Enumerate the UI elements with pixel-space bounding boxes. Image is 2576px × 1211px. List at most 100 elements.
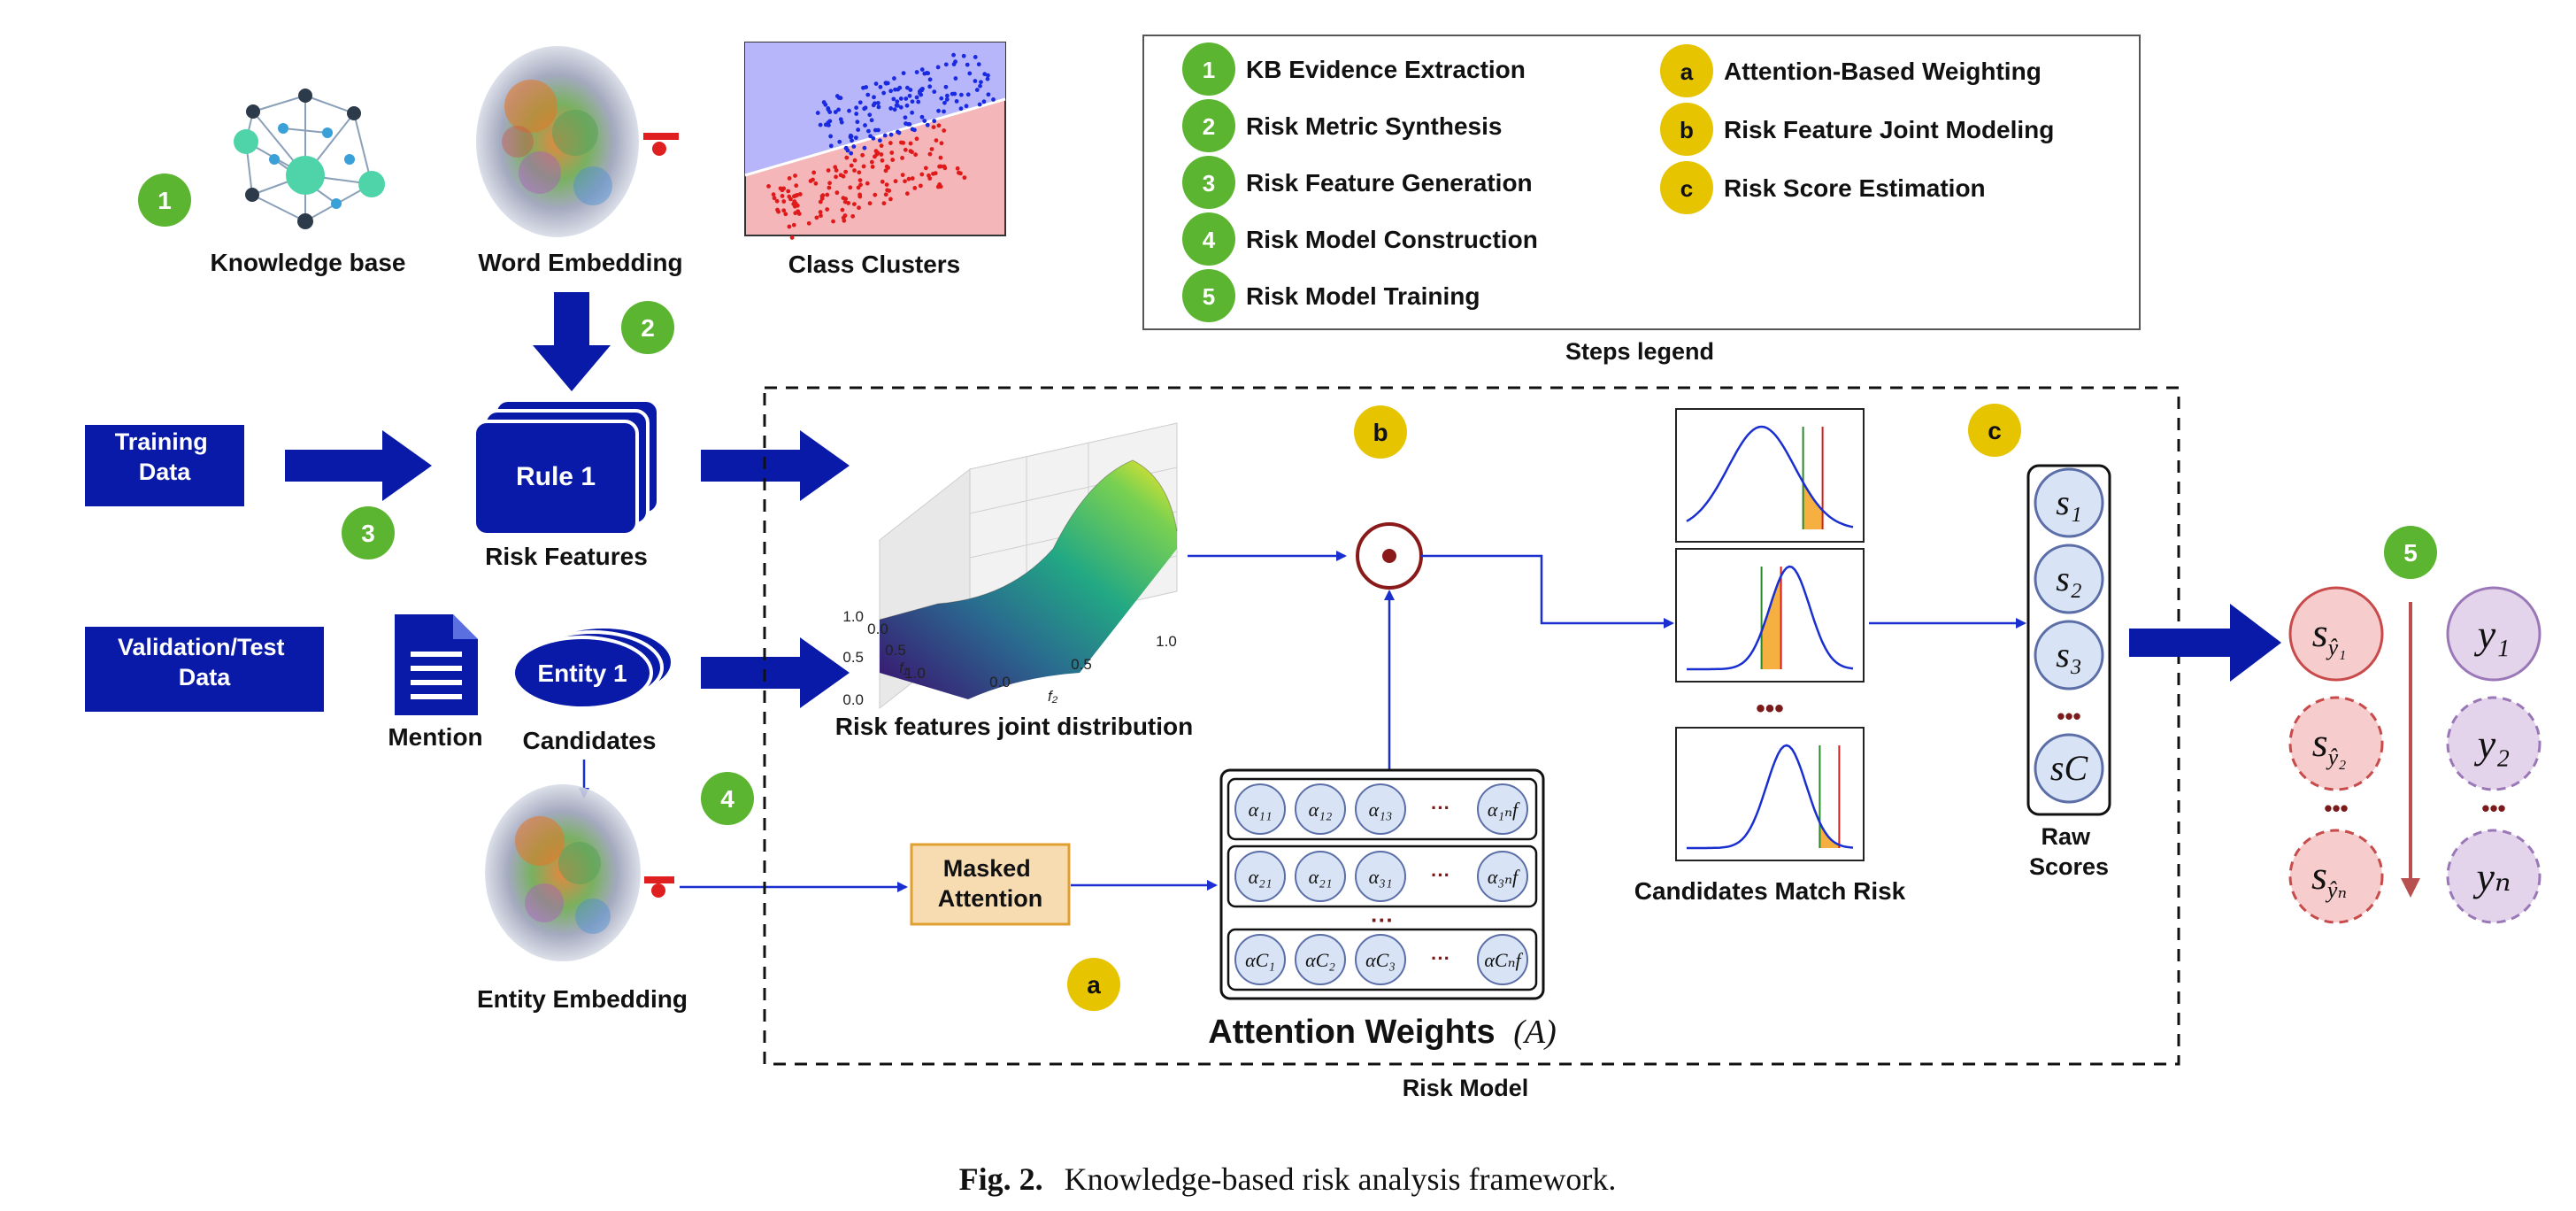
cluster-point-blue (833, 110, 838, 114)
cluster-point-red (908, 141, 913, 146)
cluster-point-red (884, 182, 889, 188)
cluster-point-red (852, 168, 857, 173)
validation-data-box: Validation/Test Data (85, 627, 324, 712)
svg-text:4: 4 (720, 785, 734, 813)
alpha-label: α₁ₙf (1488, 798, 1520, 821)
cluster-point-blue (878, 84, 883, 89)
cluster-point-blue (891, 96, 896, 102)
cluster-point-blue (939, 96, 944, 101)
cluster-point-red (942, 166, 948, 171)
legend-badge-letter: a (1680, 58, 1694, 85)
legend-badge (1182, 99, 1235, 152)
entity-card-label: Entity 1 (537, 659, 627, 687)
legend-item-label: Risk Score Estimation (1724, 174, 1986, 202)
cluster-point-red (913, 152, 919, 158)
cluster-point-red (886, 166, 891, 170)
cluster-point-blue (827, 110, 833, 115)
alpha-ellipsis: ··· (1431, 864, 1450, 886)
cluster-point-red (775, 207, 780, 212)
cluster-point-blue (910, 110, 915, 115)
legend-badge-number: 4 (1203, 227, 1216, 253)
legend-title: Steps legend (1565, 338, 1714, 365)
cluster-point-blue (977, 102, 982, 107)
cluster-point-red (903, 147, 908, 152)
cluster-point-blue (865, 92, 871, 97)
rule-card-label: Rule 1 (516, 462, 596, 491)
cluster-point-red (819, 194, 825, 199)
cluster-point-red (840, 207, 845, 212)
cluster-point-blue (866, 128, 871, 134)
cluster-point-blue (942, 100, 947, 105)
cluster-point-red (834, 168, 839, 173)
cluster-point-red (857, 178, 863, 183)
cluster-point-red (795, 193, 800, 197)
cluster-point-blue (838, 117, 843, 122)
cluster-point-red (818, 199, 823, 204)
cluster-point-blue (901, 71, 906, 76)
truth-ellipsis: ••• (2481, 795, 2505, 821)
cluster-point-red (793, 174, 797, 178)
risk-curve (1687, 744, 1854, 850)
cluster-point-red (834, 190, 840, 196)
cluster-point-blue (991, 97, 996, 102)
step-a-badge: a (1067, 958, 1120, 1011)
cluster-point-blue (826, 105, 831, 111)
cluster-point-blue (958, 106, 964, 112)
cluster-point-red (772, 196, 777, 201)
cluster-point-red (781, 199, 787, 204)
cluster-point-blue (916, 99, 921, 104)
alpha-node (1355, 934, 1406, 985)
alpha-node (1234, 783, 1286, 835)
cluster-point-red (842, 218, 847, 223)
surface-tick-right: 0.5 (1071, 656, 1092, 673)
cluster-point-red (879, 143, 884, 149)
cluster-point-red (842, 213, 848, 218)
cluster-point-red (814, 215, 819, 220)
cluster-point-red (904, 191, 910, 197)
legend-item-label: Risk Model Construction (1246, 226, 1538, 253)
cluster-point-red (906, 176, 911, 181)
alpha-row-ellipsis: ··· (1371, 906, 1394, 933)
attention-weights-label: Attention Weights (A) (1208, 1014, 1556, 1051)
predicted-node (2288, 696, 2384, 791)
cluster-point-blue (906, 121, 911, 127)
cluster-point-blue (944, 96, 950, 102)
alpha-node (1234, 934, 1286, 985)
cluster-point-red (937, 164, 942, 169)
surface-tick: 0.5 (842, 649, 864, 666)
cluster-point-blue (910, 99, 915, 104)
cluster-point-red (793, 211, 798, 216)
cluster-point-blue (919, 92, 924, 97)
cluster-point-blue (851, 144, 857, 149)
cluster-point-blue (914, 70, 919, 74)
cluster-point-red (880, 179, 885, 184)
cluster-point-red (879, 152, 884, 157)
class-clusters-plot (744, 42, 1006, 240)
cluster-point-blue (936, 108, 941, 113)
cluster-point-red (888, 197, 893, 202)
alpha-label: αC₂ (1305, 949, 1335, 971)
cluster-point-blue (881, 90, 887, 96)
raw-scores-label: Raw Scores (2029, 823, 2109, 880)
cluster-point-blue (953, 76, 958, 81)
cluster-point-red (903, 179, 907, 184)
cluster-point-blue (896, 129, 900, 135)
legend-badge (1660, 103, 1713, 156)
cluster-point-red (890, 158, 896, 162)
cluster-point-blue (853, 135, 858, 141)
cluster-point-blue (920, 86, 925, 91)
cluster-point-red (869, 159, 874, 165)
cluster-point-red (931, 125, 936, 130)
training-arrow (285, 430, 432, 501)
surface-axis-f2: f₂ (1048, 688, 1058, 705)
step-b-badge: b (1354, 405, 1407, 459)
svg-text:Validation/Test Data: Validation/Test Data (118, 634, 291, 690)
truth-label: yₙ (2472, 854, 2511, 899)
legend-item-label: Attention-Based Weighting (1724, 58, 2042, 85)
cluster-point-red (912, 185, 918, 190)
rules-to-distribution-arrow (701, 430, 850, 501)
cluster-point-red (865, 181, 870, 186)
cluster-point-red (831, 219, 835, 224)
